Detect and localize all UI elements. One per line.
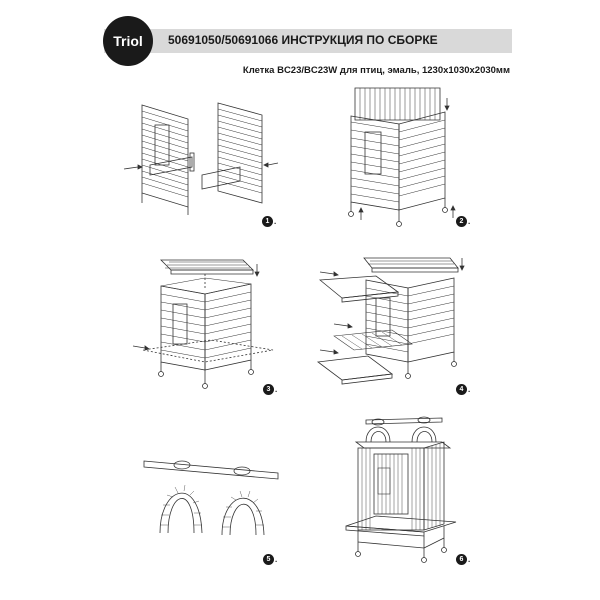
- step-4-dot: .: [468, 385, 471, 394]
- step-1-badge: 1: [262, 216, 273, 227]
- step-6-dot: .: [468, 555, 471, 564]
- step-5-badge: 5: [263, 554, 274, 565]
- document-title: 50691050/50691066 ИНСТРУКЦИЯ ПО СБОРКЕ: [168, 33, 438, 47]
- step-3-number: 3: [266, 386, 271, 393]
- step-6-illustration: [338, 412, 468, 567]
- document-subtitle: Клетка BC23/BC23W для птиц, эмаль, 1230х…: [242, 65, 510, 76]
- step-5-number: 5: [266, 556, 271, 563]
- step-6-number: 6: [459, 556, 464, 563]
- step-1-illustration: [110, 95, 290, 225]
- logo-text: Triol: [113, 33, 143, 49]
- step-1-number: 1: [265, 218, 270, 225]
- header-bar: [104, 29, 512, 53]
- step-4-number: 4: [459, 386, 464, 393]
- step-2-number: 2: [459, 218, 464, 225]
- step-4-badge: 4: [456, 384, 467, 395]
- step-5-illustration: [130, 445, 290, 545]
- step-2-dot: .: [468, 217, 471, 226]
- step-4-illustration: [312, 252, 477, 392]
- step-1-dot: .: [274, 217, 277, 226]
- step-3-dot: .: [275, 385, 278, 394]
- step-2-badge: 2: [456, 216, 467, 227]
- step-3-illustration: [125, 250, 285, 395]
- step-3-badge: 3: [263, 384, 274, 395]
- step-6-badge: 6: [456, 554, 467, 565]
- brand-logo: Triol: [103, 16, 153, 66]
- step-2-illustration: [335, 80, 470, 230]
- step-5-dot: .: [275, 555, 278, 564]
